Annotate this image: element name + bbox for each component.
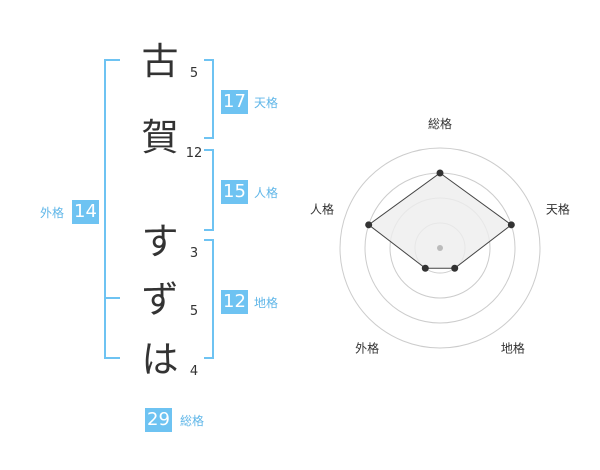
- soukaku-label: 総格: [180, 414, 205, 428]
- stroke-count-3: 3: [189, 246, 199, 261]
- radar-ring-4: [339, 147, 541, 349]
- gaikaku-label: 外格: [40, 206, 65, 220]
- radar-value-polygon: [367, 172, 513, 269]
- chikaku-label: 地格: [254, 296, 279, 310]
- radar-axis-label-3: 地格: [501, 340, 525, 355]
- radar-axis-label-5: 人格: [310, 202, 334, 217]
- stroke-count-2: 12: [185, 146, 203, 161]
- radar-point-3: [451, 264, 459, 272]
- tenkaku-value-badge: 17: [221, 90, 248, 114]
- stroke-count-4: 5: [189, 304, 199, 319]
- name-char-5: は: [141, 338, 179, 381]
- radar-axis-label-2: 天格: [546, 202, 570, 217]
- tenkaku-label: 天格: [254, 96, 279, 110]
- name-char-1: 古: [141, 40, 179, 83]
- radar-point-4: [421, 264, 429, 272]
- radar-axis-label-1: 総格: [428, 116, 452, 131]
- stroke-count-1: 5: [189, 66, 199, 81]
- name-char-2: 賀: [141, 116, 179, 159]
- name-char-4: ず: [141, 278, 179, 321]
- radar-center-dot: [437, 245, 443, 251]
- gaikaku-value-badge: 14: [72, 200, 99, 224]
- jinkaku-value-badge: 15: [221, 180, 248, 204]
- radar-point-5: [365, 221, 373, 229]
- jinkaku-label: 人格: [254, 186, 279, 200]
- stroke-count-5: 4: [189, 364, 199, 379]
- radar-point-1: [436, 169, 444, 177]
- radar-axis-label-4: 外格: [355, 340, 379, 355]
- soukaku-value-badge: 29: [145, 408, 172, 432]
- radar-point-2: [507, 221, 515, 229]
- chikaku-value-badge: 12: [221, 290, 248, 314]
- name-char-3: す: [141, 220, 179, 263]
